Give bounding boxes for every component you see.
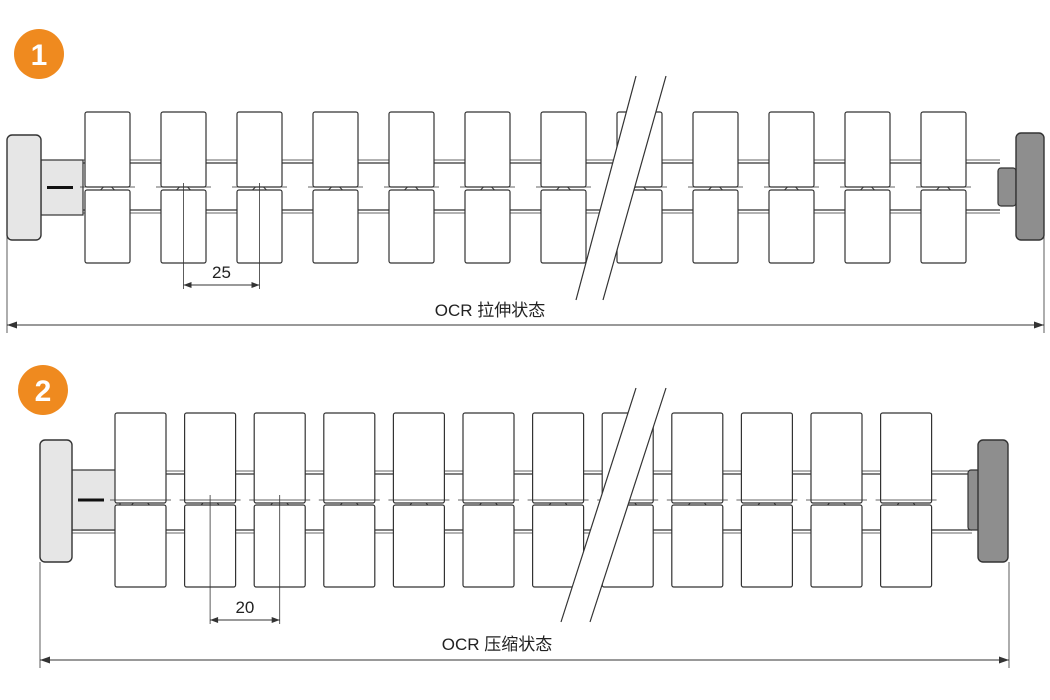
pad-upper [312, 111, 359, 188]
break-line [560, 387, 637, 623]
pad-upper [740, 412, 794, 504]
pad-upper [388, 111, 435, 188]
pad-lower [768, 189, 815, 264]
pad-lower [392, 504, 445, 588]
pad-unit [384, 111, 439, 264]
right-end-cap [977, 439, 1009, 563]
pad-lower [844, 189, 891, 264]
pad-upper [810, 412, 863, 504]
pitch-arrow-right [251, 282, 260, 288]
pad-upper [160, 111, 207, 188]
pad-unit [840, 111, 895, 264]
pitch-arrow-left [210, 617, 219, 623]
total-arrow-left [40, 656, 50, 664]
pad-upper [253, 412, 306, 504]
pitch-arrow-left [183, 282, 192, 288]
pad-upper [692, 111, 739, 188]
state-caption: OCR 拉伸状态 [435, 301, 546, 320]
pad-lower [84, 189, 131, 264]
pad-upper [184, 412, 237, 504]
pad-upper [768, 111, 815, 188]
pad-unit [916, 111, 971, 264]
pad-upper [540, 111, 587, 188]
break-band [561, 388, 666, 622]
pitch-arrow-right [271, 617, 280, 623]
right-end-cap [1015, 132, 1045, 241]
pad-unit [764, 111, 819, 264]
pad-upper [531, 412, 585, 504]
pad-lower [114, 504, 167, 588]
left-end-cap [39, 439, 73, 563]
step-badge [14, 29, 64, 79]
step-badge-number: 1 [31, 39, 48, 72]
pad-lower [671, 504, 724, 588]
pad-unit [110, 412, 171, 588]
pad-upper [84, 111, 131, 188]
break-line [589, 387, 667, 623]
pad-lower [464, 189, 511, 264]
step-badge-number: 2 [35, 375, 52, 408]
pitch-label: 20 [235, 598, 254, 617]
pad-unit [318, 412, 380, 588]
pad-lower [740, 504, 794, 588]
pad-unit [688, 111, 743, 264]
break-band [576, 76, 666, 300]
pad-upper [462, 412, 515, 504]
state-caption: OCR 压缩状态 [442, 635, 553, 654]
right-hub [997, 167, 1017, 207]
pad-upper [920, 111, 967, 188]
total-arrow-right [1034, 321, 1044, 329]
pad-lower [462, 504, 515, 588]
pad-lower [692, 189, 739, 264]
left-end-cap [6, 134, 42, 241]
break-line [575, 75, 637, 301]
pad-unit [806, 412, 867, 588]
pitch-label: 25 [212, 263, 231, 282]
pad-unit [875, 412, 937, 588]
pad-upper [392, 412, 445, 504]
pad-lower [810, 504, 863, 588]
pad-lower [879, 504, 933, 588]
pad-lower [540, 189, 587, 264]
pad-lower [388, 189, 435, 264]
pad-unit [460, 111, 515, 264]
break-line [602, 75, 667, 301]
step-badge [18, 365, 68, 415]
total-arrow-right [999, 656, 1009, 664]
pad-unit [536, 111, 591, 264]
pad-lower [323, 504, 376, 588]
pad-unit [458, 412, 519, 588]
pad-upper [323, 412, 376, 504]
pad-unit [388, 412, 450, 588]
pad-lower [531, 504, 585, 588]
pad-unit [736, 412, 798, 588]
total-arrow-left [7, 321, 17, 329]
pad-unit [666, 412, 728, 588]
pad-lower [312, 189, 359, 264]
pad-upper [844, 111, 891, 188]
pad-upper [671, 412, 724, 504]
pad-unit [527, 412, 589, 588]
pad-upper [236, 111, 283, 188]
pad-lower [920, 189, 967, 264]
pad-upper [114, 412, 167, 504]
pad-upper [464, 111, 511, 188]
pad-unit [80, 111, 135, 264]
pad-unit [308, 111, 363, 264]
pad-upper [879, 412, 933, 504]
